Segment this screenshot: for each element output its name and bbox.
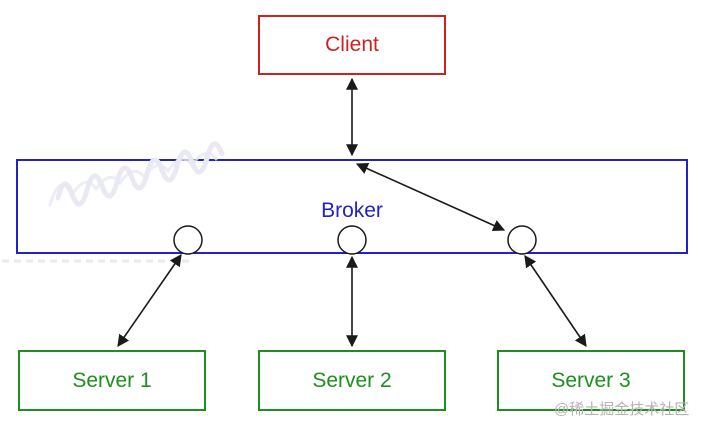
server-2-node-label: Server 2 — [312, 368, 392, 392]
watermark-text: @稀土掘金技术社区 — [554, 401, 690, 418]
server-1-node: Server 1 — [18, 350, 206, 411]
port3-server3-arrow — [524, 255, 587, 347]
port1-server1-arrow — [117, 254, 182, 347]
client-node-label: Client — [325, 33, 379, 56]
broker-node-label: Broker — [321, 199, 383, 222]
server-3-node: Server 3 — [497, 350, 685, 411]
server-1-node-label: Server 1 — [72, 368, 152, 392]
client-node: Client — [258, 15, 446, 75]
server-3-node-label: Server 3 — [551, 368, 631, 392]
server-2-node: Server 2 — [258, 350, 446, 411]
